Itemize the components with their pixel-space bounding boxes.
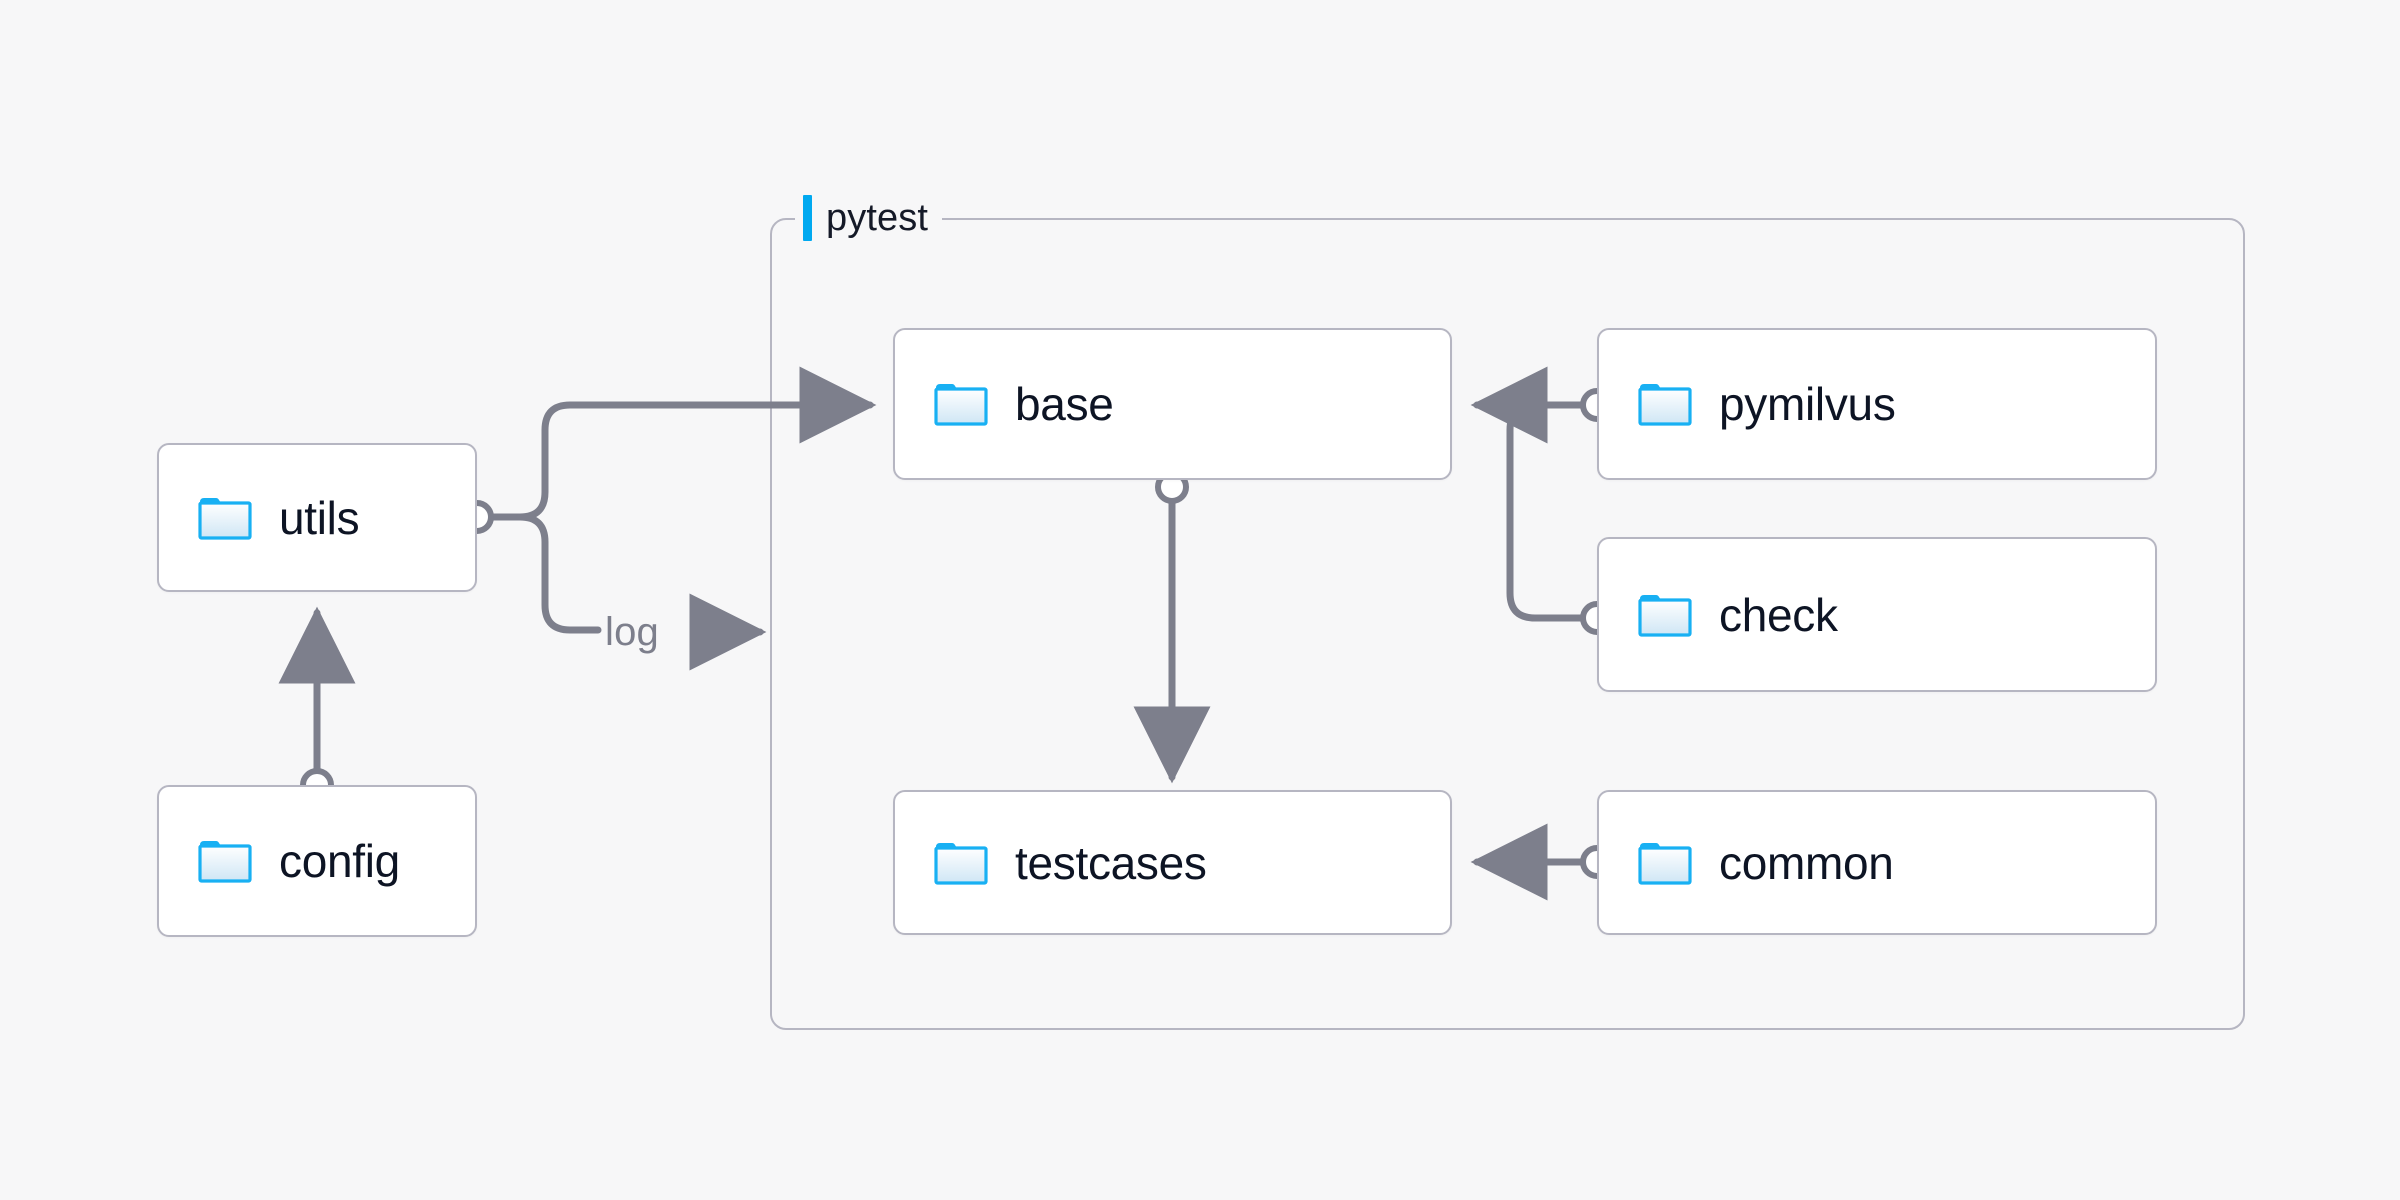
folder-icon bbox=[198, 841, 252, 883]
node-base[interactable]: base bbox=[893, 328, 1452, 480]
node-check[interactable]: check bbox=[1597, 537, 2157, 692]
node-label-config: config bbox=[279, 835, 400, 887]
folder-icon bbox=[198, 497, 252, 540]
node-common[interactable]: common bbox=[1597, 790, 2157, 935]
group-label-pytest[interactable]: pytest bbox=[795, 192, 942, 244]
node-label-utils: utils bbox=[279, 491, 360, 544]
node-config[interactable]: config bbox=[157, 785, 477, 937]
group-accent-bar bbox=[803, 195, 812, 241]
group-label-text: pytest bbox=[826, 197, 928, 239]
node-utils[interactable]: utils bbox=[157, 443, 477, 592]
folder-icon bbox=[1638, 842, 1692, 885]
folder-icon bbox=[1638, 594, 1692, 637]
folder-icon bbox=[934, 384, 988, 426]
folder-icon bbox=[1638, 384, 1692, 426]
group-container-pytest[interactable] bbox=[770, 218, 2245, 1030]
node-label-check: check bbox=[1719, 588, 1838, 641]
node-label-testcases: testcases bbox=[1015, 836, 1207, 889]
node-testcases[interactable]: testcases bbox=[893, 790, 1452, 935]
edge-utils-to-log bbox=[516, 513, 602, 634]
edge-label-log: log bbox=[605, 610, 659, 654]
folder-icon bbox=[934, 842, 988, 885]
node-pymilvus[interactable]: pymilvus bbox=[1597, 328, 2157, 480]
node-label-common: common bbox=[1719, 836, 1894, 889]
node-label-base: base bbox=[1015, 378, 1114, 430]
node-label-pymilvus: pymilvus bbox=[1719, 378, 1896, 430]
